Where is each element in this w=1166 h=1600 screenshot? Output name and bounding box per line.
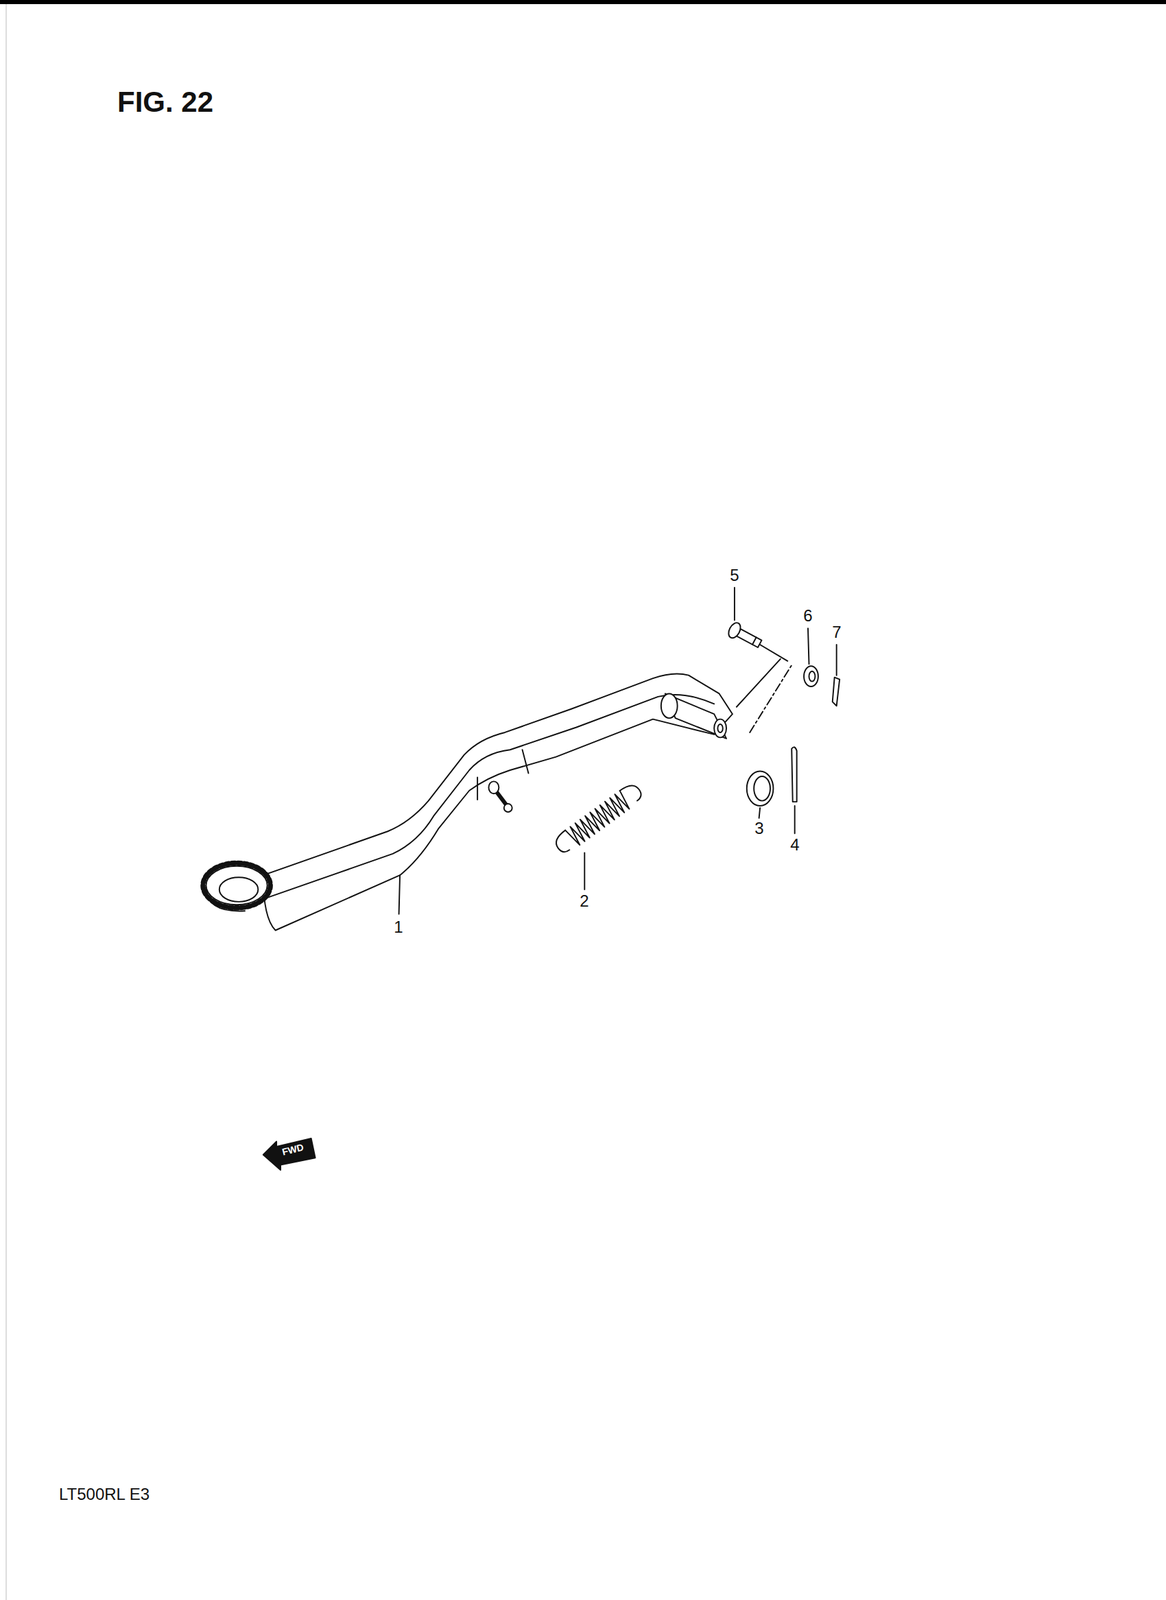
callout-number: 2 (579, 893, 589, 910)
callout-number: 4 (790, 836, 800, 854)
brake-pedal (203, 673, 733, 931)
forward-arrow (263, 1138, 316, 1171)
callout-number: 5 (729, 567, 739, 584)
top-border (0, 0, 1166, 5)
assembly-line (749, 665, 792, 733)
left-edge (6, 4, 7, 1600)
callout-number: 7 (831, 624, 841, 641)
assembly-line (736, 659, 781, 708)
cotter-pin (791, 746, 797, 802)
washer (746, 770, 774, 806)
bolt (726, 620, 765, 651)
leader-line (399, 587, 837, 915)
figure-title: FIG. 22 (117, 87, 214, 117)
assembly-line (759, 644, 788, 662)
callout-number: 3 (754, 820, 764, 837)
direction-label: FWD (281, 1142, 305, 1158)
model-code: LT500RL E3 (58, 1486, 150, 1503)
cotter-pin (832, 677, 840, 707)
return-spring (552, 781, 645, 857)
callout-number: 1 (393, 919, 403, 936)
callout-number: 6 (803, 607, 813, 625)
washer (803, 665, 819, 687)
